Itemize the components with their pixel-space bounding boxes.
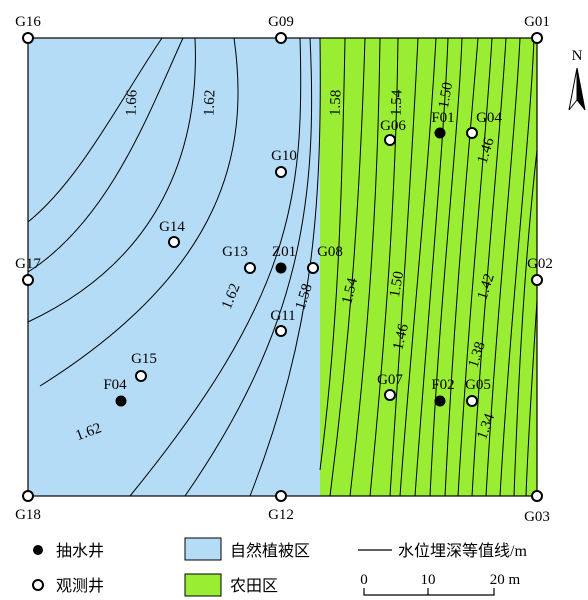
scale-tick-10: 10 <box>421 572 436 588</box>
well-label: G03 <box>524 509 550 525</box>
contour-labels: 1.66 1.62 1.58 1.54 1.50 1.46 1.62 1.58 … <box>74 81 499 444</box>
contour-line <box>27 37 196 323</box>
well-label: G10 <box>271 148 297 164</box>
observation-well-marker <box>384 389 396 401</box>
observation-well-marker <box>531 490 543 502</box>
contour-line <box>485 37 521 497</box>
contour-label: 1.62 <box>202 89 219 116</box>
observation-well-marker <box>244 262 256 274</box>
well-label: G12 <box>268 507 294 523</box>
observation-well-legend-icon <box>32 579 44 591</box>
contour-line <box>349 37 381 497</box>
observation-well-marker <box>384 134 396 146</box>
well-label: F01 <box>431 110 454 126</box>
contour-label: 1.50 <box>436 81 456 110</box>
legend-farmland-zone: 农田区 <box>230 577 278 595</box>
contour-label: 1.58 <box>293 282 316 312</box>
pumping-well-marker <box>434 395 446 407</box>
scale-bar: 0 10 20 m <box>360 572 521 596</box>
contour-line <box>525 299 538 497</box>
scale-tick-0: 0 <box>360 572 368 588</box>
contour-line <box>369 37 399 497</box>
contour-line <box>457 37 493 497</box>
observation-well-marker <box>531 274 543 286</box>
contour-line <box>513 149 538 497</box>
north-arrow-icon: N <box>568 48 586 111</box>
well-label: G15 <box>131 351 157 367</box>
legend-pumping-well: 抽水井 <box>56 542 104 560</box>
natural-vegetation-zone <box>28 38 320 496</box>
contour-label: 1.54 <box>339 276 361 306</box>
observation-well-marker <box>168 236 180 248</box>
observation-well-marker <box>22 32 34 44</box>
well-label: G06 <box>380 118 406 134</box>
contour-line <box>399 37 437 497</box>
well-label: G09 <box>268 14 294 30</box>
pumping-well-marker <box>115 395 127 407</box>
contour-line <box>129 37 302 497</box>
well-label: F02 <box>431 377 454 393</box>
contour-line <box>184 37 313 497</box>
pumping-well-marker <box>434 127 446 139</box>
scale-tick-20: 20 m <box>490 572 521 588</box>
pumping-well-marker <box>275 262 287 274</box>
contour-line <box>27 37 184 273</box>
natural-zone-legend-swatch <box>184 537 222 561</box>
north-label: N <box>572 48 583 64</box>
well-label: G04 <box>476 110 502 126</box>
observation-well-marker <box>466 395 478 407</box>
observation-well-marker <box>466 127 478 139</box>
well-label: G17 <box>15 256 41 272</box>
well-label: G16 <box>15 14 41 30</box>
contour-label: 1.66 <box>124 89 141 116</box>
well-label: F04 <box>103 377 127 393</box>
contour-line <box>414 37 449 497</box>
contour-line <box>499 37 535 497</box>
observation-well-marker <box>307 262 319 274</box>
observation-well-marker <box>275 490 287 502</box>
contour-label: 1.50 <box>387 270 407 299</box>
well-label: G14 <box>159 219 185 235</box>
contour-line <box>444 37 479 497</box>
legend-observation-well: 观测井 <box>56 577 104 595</box>
contour-line <box>27 37 163 223</box>
observation-well-marker <box>22 490 34 502</box>
observation-well-marker <box>135 370 147 382</box>
well-label: G02 <box>527 256 553 272</box>
contour-label: 1.46 <box>390 322 412 352</box>
contour-label: 1.38 <box>466 340 489 370</box>
legend: 抽水井 观测井 自然植被区 农田区 水位埋深等值线/m <box>32 537 527 597</box>
observation-well-marker <box>275 166 287 178</box>
well-label: G01 <box>524 14 550 30</box>
contour-lines <box>27 37 538 497</box>
contour-label: 1.58 <box>328 89 345 116</box>
observation-well-marker <box>275 325 287 337</box>
pumping-well-legend-icon <box>33 545 43 555</box>
well-label: G11 <box>270 308 295 324</box>
contour-label: 1.46 <box>475 135 498 165</box>
well-label: G18 <box>15 507 41 523</box>
contour-line <box>471 37 507 497</box>
contour-label: 1.54 <box>389 89 406 116</box>
observation-well-marker <box>275 32 287 44</box>
observation-well-marker <box>531 32 543 44</box>
well-label: G07 <box>377 372 403 388</box>
legend-natural-zone: 自然植被区 <box>230 542 310 560</box>
well-label: G13 <box>222 244 248 260</box>
observation-well-marker <box>22 274 34 286</box>
well-label: Z01 <box>272 244 296 260</box>
legend-contour-line: 水位埋深等值线/m <box>398 542 527 560</box>
scale-bar-line <box>363 588 495 596</box>
contour-line <box>319 37 346 471</box>
farmland-zone-legend-swatch <box>184 573 222 597</box>
contour-line <box>429 37 463 497</box>
contour-line <box>389 37 419 497</box>
well-label: G08 <box>317 244 343 260</box>
contour-label: 1.42 <box>475 272 498 302</box>
contour-line <box>39 37 239 387</box>
contour-line <box>329 37 366 497</box>
well-label: G05 <box>465 377 491 393</box>
